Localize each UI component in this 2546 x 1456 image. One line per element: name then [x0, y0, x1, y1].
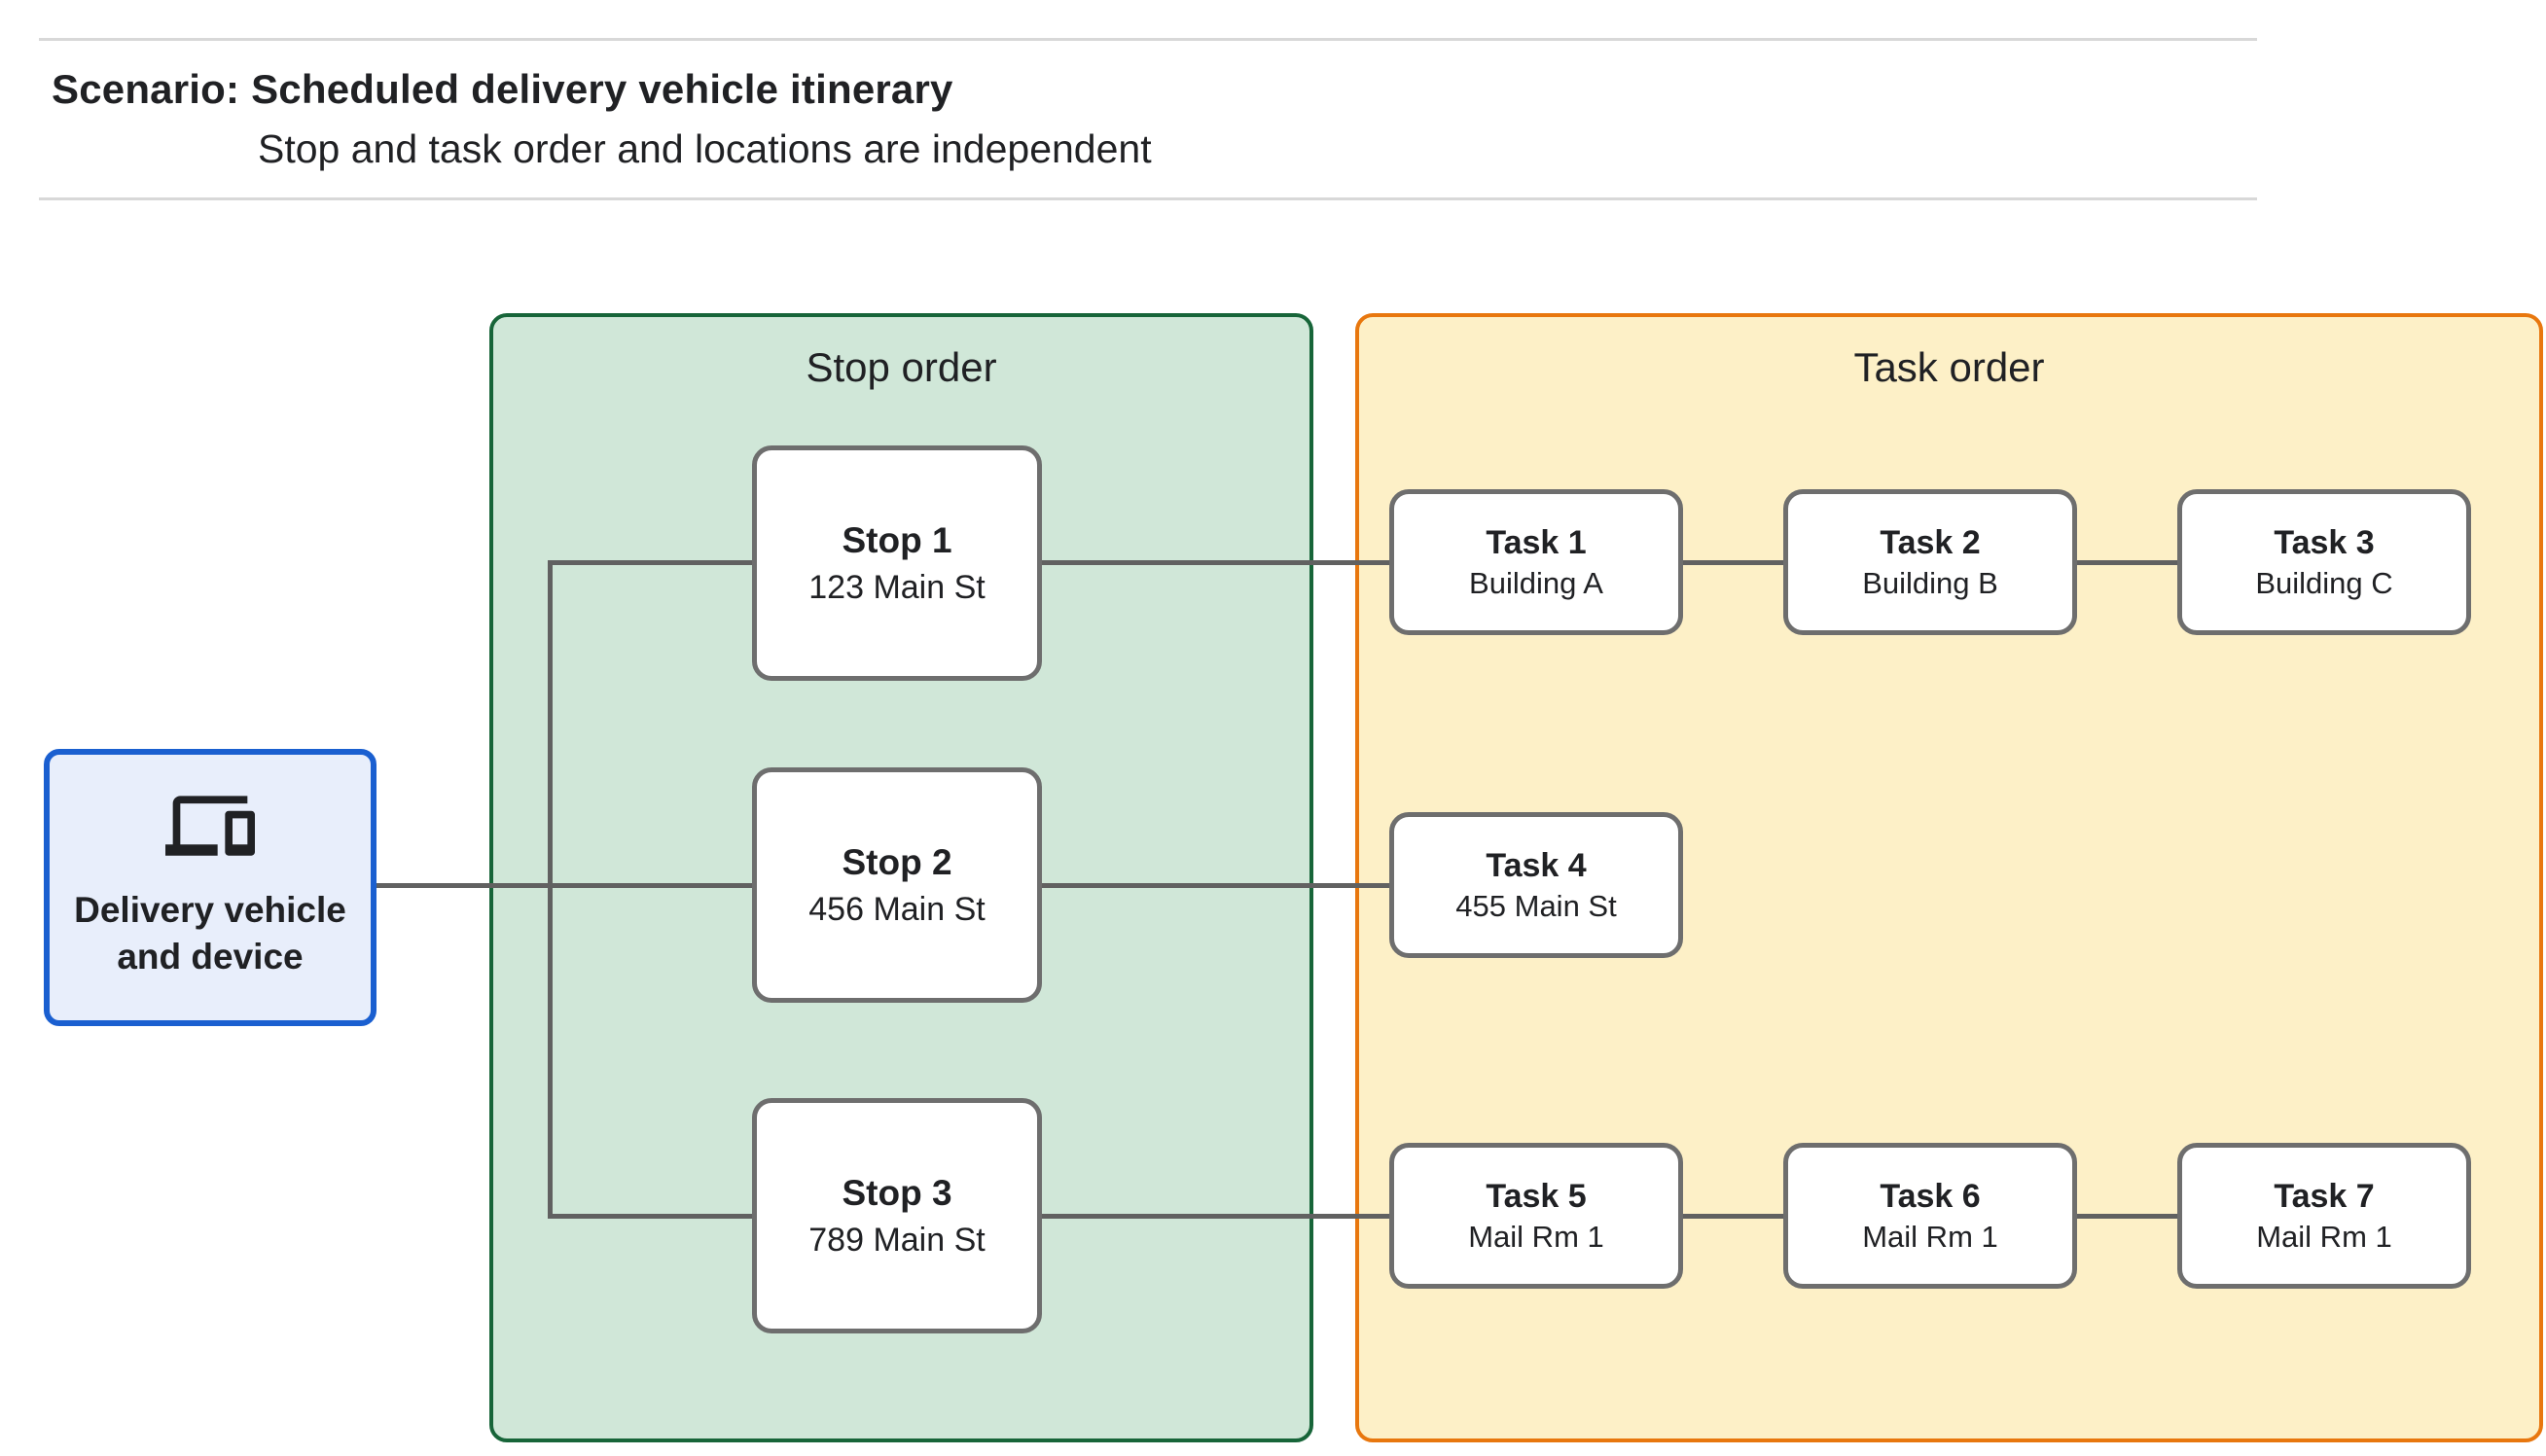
devices-icon — [165, 796, 255, 856]
task-2-location: Building B — [1862, 565, 1998, 600]
task-3-location: Building C — [2255, 565, 2393, 600]
stop-3-address: 789 Main St — [808, 1221, 986, 1259]
task-7-node: Task 7 Mail Rm 1 — [2177, 1143, 2471, 1289]
task-1-title: Task 1 — [1486, 523, 1587, 561]
connector-task5-to-task6 — [1681, 1214, 1783, 1219]
task-2-title: Task 2 — [1880, 523, 1981, 561]
task-4-title: Task 4 — [1486, 846, 1587, 884]
task-3-title: Task 3 — [2274, 523, 2375, 561]
stop-1-title: Stop 1 — [842, 519, 952, 560]
stop-2-title: Stop 2 — [842, 841, 952, 882]
connector-trunk-to-stop3 — [548, 1214, 752, 1219]
connector-task6-to-task7 — [2075, 1214, 2177, 1219]
delivery-vehicle-node: Delivery vehicle and device — [44, 749, 377, 1026]
connector-stop2-to-task4 — [1040, 883, 1389, 888]
task-5-location: Mail Rm 1 — [1468, 1219, 1604, 1254]
task-4-location: 455 Main St — [1455, 888, 1617, 923]
stop-3-node: Stop 3 789 Main St — [752, 1098, 1042, 1333]
task-3-node: Task 3 Building C — [2177, 489, 2471, 635]
connector-task2-to-task3 — [2075, 560, 2177, 565]
task-7-location: Mail Rm 1 — [2256, 1219, 2392, 1254]
connector-task1-to-task2 — [1681, 560, 1783, 565]
page-subtitle: Stop and task order and locations are in… — [258, 126, 1152, 171]
header-divider-bottom — [39, 197, 2257, 200]
stop-1-address: 123 Main St — [808, 568, 986, 606]
delivery-vehicle-label: Delivery vehicle and device — [74, 890, 346, 977]
task-order-panel-title: Task order — [1853, 344, 2045, 390]
stop-3-title: Stop 3 — [842, 1172, 952, 1213]
task-6-title: Task 6 — [1880, 1177, 1981, 1215]
task-7-title: Task 7 — [2274, 1177, 2375, 1215]
header-divider-top — [39, 38, 2257, 41]
connector-trunk — [548, 560, 553, 1219]
task-6-node: Task 6 Mail Rm 1 — [1783, 1143, 2077, 1289]
task-2-node: Task 2 Building B — [1783, 489, 2077, 635]
stop-1-node: Stop 1 123 Main St — [752, 445, 1042, 681]
task-1-node: Task 1 Building A — [1389, 489, 1683, 635]
stop-2-address: 456 Main St — [808, 890, 986, 928]
task-6-location: Mail Rm 1 — [1862, 1219, 1998, 1254]
connector-trunk-to-stop1 — [548, 560, 752, 565]
connector-stop3-to-task5 — [1040, 1214, 1389, 1219]
connector-stop1-to-task1 — [1040, 560, 1389, 565]
task-5-title: Task 5 — [1486, 1177, 1587, 1215]
task-4-node: Task 4 455 Main St — [1389, 812, 1683, 958]
stop-order-panel-title: Stop order — [806, 344, 997, 390]
stop-2-node: Stop 2 456 Main St — [752, 767, 1042, 1003]
task-1-location: Building A — [1469, 565, 1603, 600]
task-5-node: Task 5 Mail Rm 1 — [1389, 1143, 1683, 1289]
connector-vehicle-to-stop2 — [375, 883, 752, 888]
page-title: Scenario: Scheduled delivery vehicle iti… — [52, 66, 953, 112]
